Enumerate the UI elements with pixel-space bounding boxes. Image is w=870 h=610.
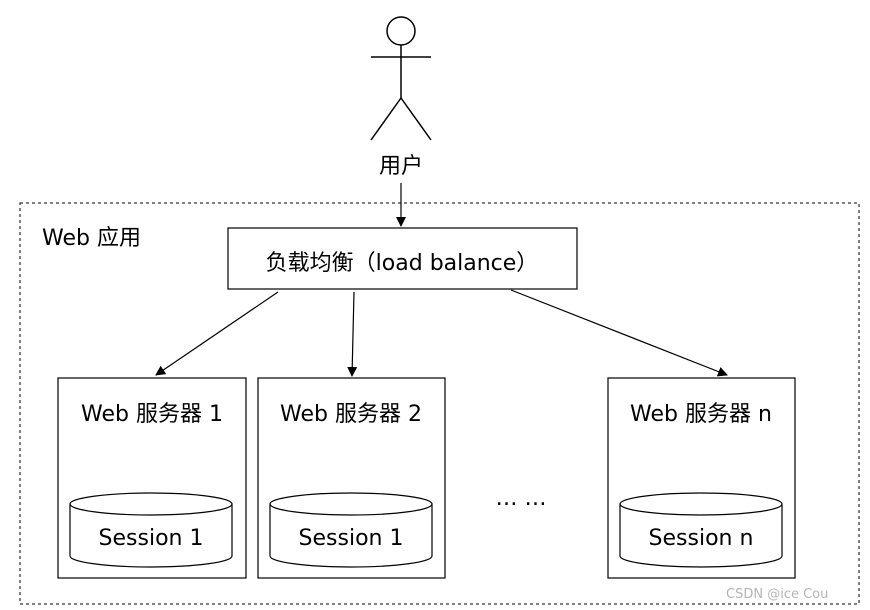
session-n-cylinder-icon [619, 492, 783, 568]
web-app-label: Web 应用 [42, 226, 141, 251]
lb-to-server-n-arrow [510, 289, 728, 377]
load-balancer-box [227, 227, 578, 290]
ellipsis: … … [495, 486, 547, 511]
server-n-title: Web 服务器 n [630, 402, 772, 427]
session-n-label: Session n [648, 526, 754, 551]
user-label: 用户 [378, 154, 424, 179]
server-1-title: Web 服务器 1 [81, 402, 223, 427]
watermark: CSDN @ice Cou [726, 587, 829, 602]
server-2-title: Web 服务器 2 [280, 402, 422, 427]
lb-to-server-1-arrow [155, 291, 279, 376]
lb-to-server-2-arrow [347, 291, 358, 377]
load-balancer-label: 负载均衡（load balance） [265, 251, 539, 276]
web-app-container [19, 202, 860, 605]
session-1-cylinder-icon [69, 492, 233, 568]
user-figure-icon [370, 16, 432, 141]
session-2-label: Session 1 [298, 526, 404, 551]
session-2-cylinder-icon [269, 492, 433, 568]
session-1-label: Session 1 [98, 526, 204, 551]
